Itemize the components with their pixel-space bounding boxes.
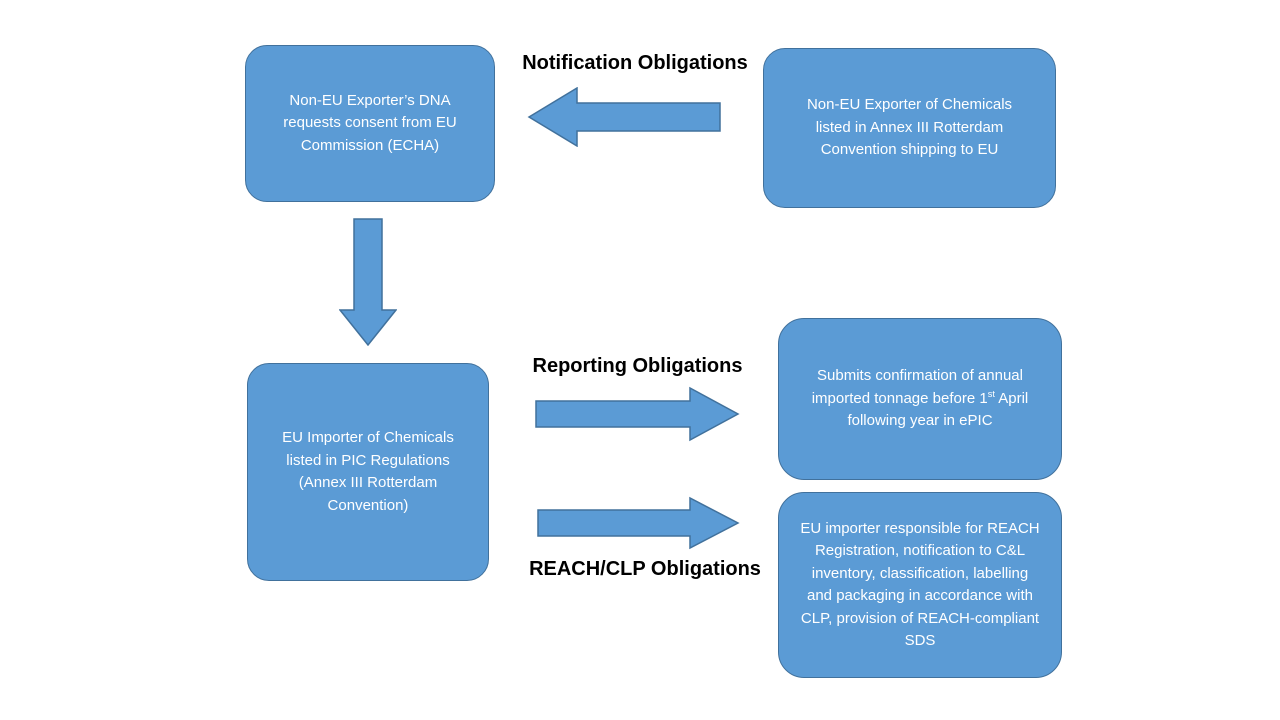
arrow-right-reach-clp-icon [537, 496, 740, 550]
tonnage-text-rest: April following year in ePIC [847, 389, 1029, 430]
tonnage-superscript: st [987, 388, 995, 399]
arrow-right-reporting-icon [535, 386, 740, 442]
box-tonnage-confirmation: Submits confirmation of annual imported … [778, 318, 1062, 480]
label-notification-obligations: Notification Obligations [522, 52, 748, 74]
box-eu-importer-text: EU Importer of Chemicals listed in PIC R… [282, 429, 454, 514]
box-eu-importer: EU Importer of Chemicals listed in PIC R… [247, 363, 489, 581]
arrow-down-icon [339, 218, 397, 346]
label-reach-clp-obligations: REACH/CLP Obligations [529, 558, 761, 580]
box-exporter-chemicals: Non-EU Exporter of Chemicals listed in A… [763, 48, 1056, 208]
label-reporting-obligations: Reporting Obligations [532, 355, 743, 377]
box-reach-clp-duties-text: EU importer responsible for REACH Regist… [800, 519, 1040, 650]
box-reach-clp-duties: EU importer responsible for REACH Regist… [778, 492, 1062, 678]
box-exporter-dna-text: Non-EU Exporter’s DNA requests consent f… [283, 91, 457, 154]
arrow-left-icon [527, 87, 721, 147]
box-exporter-chemicals-text: Non-EU Exporter of Chemicals listed in A… [806, 96, 1013, 159]
tonnage-text-main: Submits confirmation of annual imported … [811, 367, 1023, 407]
box-exporter-dna: Non-EU Exporter’s DNA requests consent f… [245, 45, 495, 202]
box-tonnage-confirmation-text: Submits confirmation of annual imported … [807, 365, 1033, 433]
